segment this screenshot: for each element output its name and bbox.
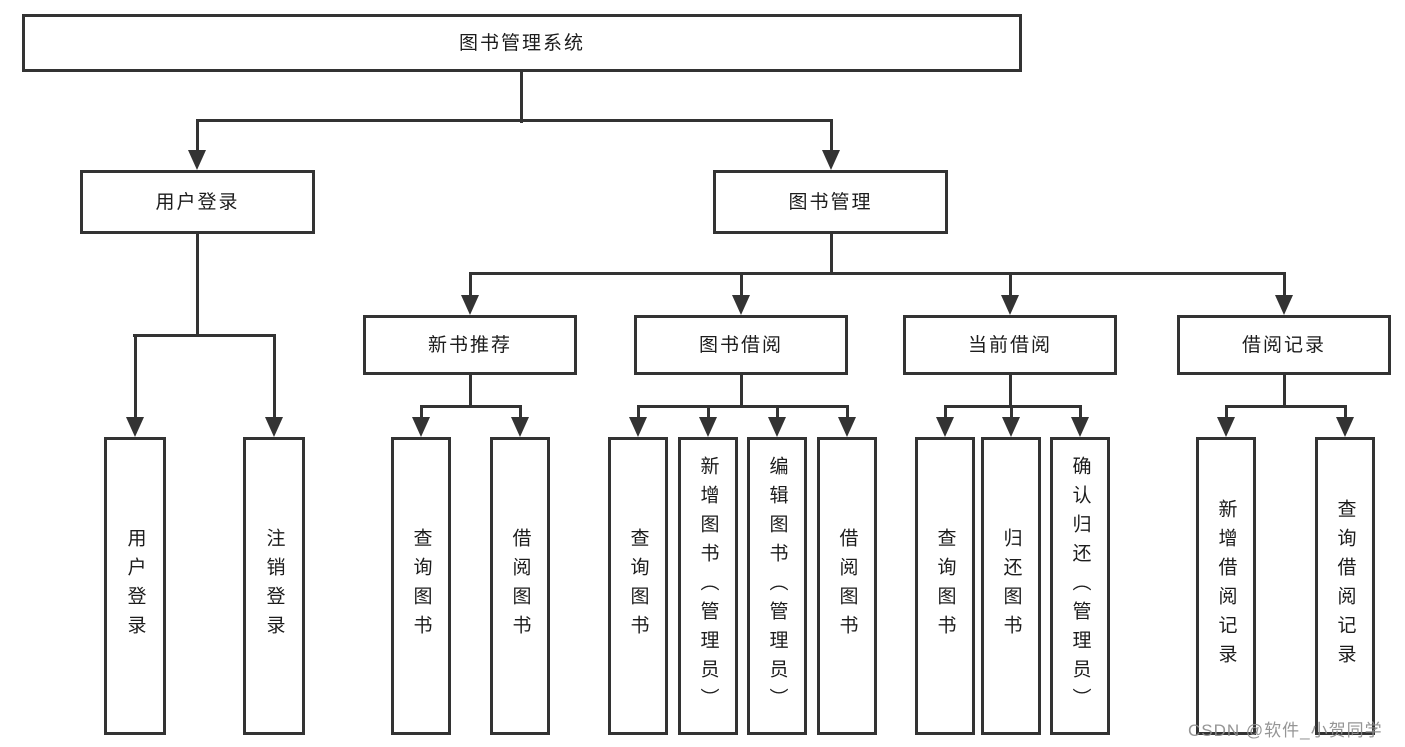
connector-line <box>944 404 1082 408</box>
node-label: 图书管理 <box>788 191 873 213</box>
connector-line <box>419 406 423 422</box>
node-edit-books-admin: 编辑图书（管理员） <box>747 437 807 735</box>
node-return-books: 归还图书 <box>981 437 1041 735</box>
arrowhead-down-icon <box>461 295 479 315</box>
node-query-books-current: 查询图书 <box>915 437 975 735</box>
connector-line <box>272 335 276 421</box>
connector-line <box>195 120 199 154</box>
node-label: 新书推荐 <box>427 334 512 356</box>
node-label: 确认归还（管理员） <box>1069 455 1091 717</box>
connector-line <box>637 404 849 408</box>
arrowhead-down-icon <box>1217 417 1235 437</box>
connector-line <box>133 335 137 421</box>
connector-line <box>829 234 833 275</box>
connector-line <box>468 375 472 408</box>
node-book-management: 图书管理 <box>713 170 948 234</box>
arrowhead-down-icon <box>1001 295 1019 315</box>
arrowhead-down-icon <box>412 417 430 437</box>
arrowhead-down-icon <box>1336 417 1354 437</box>
connector-line <box>1008 375 1012 408</box>
node-label: 用户登录 <box>155 191 240 213</box>
node-user-login: 用户登录 <box>104 437 166 735</box>
arrowhead-down-icon <box>1002 417 1020 437</box>
arrowhead-down-icon <box>188 150 206 170</box>
node-label: 借阅图书 <box>836 528 858 644</box>
connector-line <box>1343 406 1347 422</box>
connector-line <box>1282 375 1286 408</box>
connector-line <box>196 118 833 122</box>
node-root: 图书管理系统 <box>22 14 1022 72</box>
node-borrow-books-recommend: 借阅图书 <box>490 437 550 735</box>
connector-line <box>739 375 743 408</box>
arrowhead-down-icon <box>629 417 647 437</box>
connector-line <box>1009 406 1013 422</box>
connector-line <box>706 406 710 422</box>
node-confirm-return-admin: 确认归还（管理员） <box>1050 437 1110 735</box>
connector-line <box>1008 273 1012 299</box>
node-add-borrow-record: 新增借阅记录 <box>1196 437 1256 735</box>
arrowhead-down-icon <box>126 417 144 437</box>
connector-line <box>636 406 640 422</box>
node-label: 新增借阅记录 <box>1215 499 1237 673</box>
node-label: 借阅图书 <box>509 528 531 644</box>
node-label: 当前借阅 <box>967 334 1052 356</box>
connector-line <box>519 72 523 123</box>
arrowhead-down-icon <box>1071 417 1089 437</box>
arrowhead-down-icon <box>511 417 529 437</box>
node-label: 借阅记录 <box>1241 334 1326 356</box>
node-label: 查询借阅记录 <box>1334 499 1356 673</box>
arrowhead-down-icon <box>1275 295 1293 315</box>
arrowhead-down-icon <box>838 417 856 437</box>
connector-line <box>133 333 276 337</box>
arrowhead-down-icon <box>822 150 840 170</box>
node-label: 图书借阅 <box>698 334 783 356</box>
arrowhead-down-icon <box>936 417 954 437</box>
node-new-book-recommend: 新书推荐 <box>363 315 577 375</box>
connector-line <box>468 273 472 299</box>
arrowhead-down-icon <box>699 417 717 437</box>
arrowhead-down-icon <box>768 417 786 437</box>
node-current-borrowing: 当前借阅 <box>903 315 1117 375</box>
connector-line <box>1224 406 1228 422</box>
connector-line <box>775 406 779 422</box>
node-query-borrow-record: 查询借阅记录 <box>1315 437 1375 735</box>
node-add-books-admin: 新增图书（管理员） <box>678 437 738 735</box>
arrowhead-down-icon <box>265 417 283 437</box>
node-label: 新增图书（管理员） <box>697 455 719 717</box>
connector-line <box>1282 273 1286 299</box>
node-query-books-recommend: 查询图书 <box>391 437 451 735</box>
connector-line <box>469 271 1286 275</box>
connector-line <box>739 273 743 299</box>
connector-line <box>829 120 833 154</box>
connector-line <box>943 406 947 422</box>
csdn-watermark: CSDN @软件_小贺同学 <box>1188 721 1383 740</box>
node-logout: 注销登录 <box>243 437 305 735</box>
connector-line <box>845 406 849 422</box>
connector-line <box>1078 406 1082 422</box>
connector-line <box>195 234 199 337</box>
node-borrowing-records: 借阅记录 <box>1177 315 1391 375</box>
node-query-books-borrowing: 查询图书 <box>608 437 668 735</box>
node-label: 注销登录 <box>263 528 285 644</box>
node-label: 用户登录 <box>124 528 146 644</box>
node-label: 归还图书 <box>1000 528 1022 644</box>
node-book-borrowing: 图书借阅 <box>634 315 848 375</box>
node-label: 编辑图书（管理员） <box>766 455 788 717</box>
node-label: 查询图书 <box>627 528 649 644</box>
connector-line <box>1225 404 1347 408</box>
connector-line <box>420 404 522 408</box>
arrowhead-down-icon <box>732 295 750 315</box>
node-label: 查询图书 <box>410 528 432 644</box>
connector-line <box>518 406 522 422</box>
node-label: 图书管理系统 <box>458 32 585 54</box>
node-user-login-group: 用户登录 <box>80 170 315 234</box>
node-borrow-books-borrowing: 借阅图书 <box>817 437 877 735</box>
node-label: 查询图书 <box>934 528 956 644</box>
